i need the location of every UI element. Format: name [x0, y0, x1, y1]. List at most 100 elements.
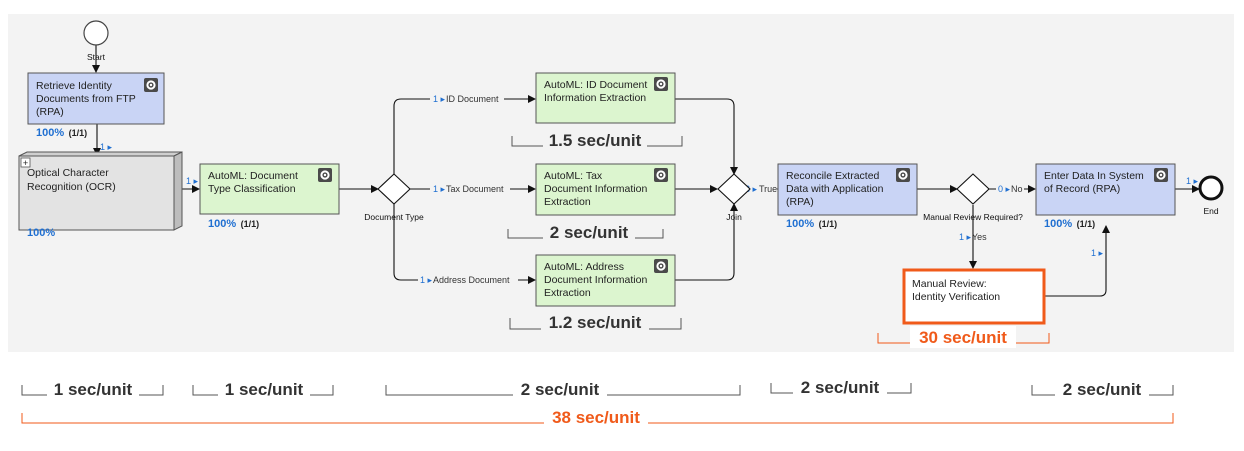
svg-text:Manual Review: Identity: Manual Review: Identity Verification: [912, 278, 1000, 303]
edge-label-tax-document: Tax Document: [446, 184, 504, 194]
gateway-label: Join: [726, 212, 742, 222]
task-label-line: Recognition (OCR): [27, 181, 116, 193]
task-label-line: Manual Review:: [912, 278, 987, 290]
task-id-document-extraction[interactable]: AutoML: ID Document Information Extracti…: [535, 72, 676, 124]
edge-count: 1: [1186, 176, 1191, 186]
task-label-line: Information Extraction: [544, 92, 646, 104]
edge-address-join[interactable]: [675, 203, 738, 281]
gear-icon[interactable]: [317, 167, 333, 183]
edge-count: 1: [1091, 248, 1096, 258]
timing-reconcile: 2 sec/unit: [801, 378, 880, 397]
expand-marker: +: [23, 158, 28, 168]
svg-text:1 ▸: 1 ▸: [1186, 176, 1199, 186]
gateway-manual-review-required[interactable]: Manual Review Required?: [923, 173, 1023, 222]
task-label-line: Identity Verification: [912, 291, 1000, 303]
timing-addr-extract: 1.2 sec/unit: [549, 313, 642, 332]
svg-text:1 ▸: 1 ▸: [1091, 248, 1104, 258]
svg-text:AutoML: Address Document: AutoML: Address Document Information Ext…: [544, 261, 650, 299]
task-label-line: Data with Application: [786, 183, 884, 195]
task-label-line: Document Information: [544, 183, 647, 195]
edge-id-join[interactable]: [675, 98, 738, 175]
svg-text:Optical Character Recogn: Optical Character Recognition (OCR): [27, 167, 116, 193]
task-label-line: of Record (RPA): [1044, 183, 1120, 195]
edge-count: 1: [420, 275, 425, 285]
expand-icon[interactable]: [20, 157, 31, 168]
edge-doctype-address[interactable]: [393, 203, 536, 284]
timing-ocr: 1 sec/unit: [54, 380, 133, 399]
task-label-line: Reconcile Extracted: [786, 170, 880, 182]
svg-text:1 ▸: 1 ▸: [100, 142, 113, 152]
task-label-line: AutoML: Tax: [544, 170, 603, 182]
gear-icon[interactable]: [653, 167, 669, 183]
svg-text:1 ▸: 1 ▸: [433, 184, 446, 194]
svg-text:100% (1/1): 100% (1/1): [208, 214, 259, 231]
svg-text:AutoML: Document Type Cl: AutoML: Document Type Classification: [208, 170, 301, 195]
gear-icon[interactable]: [895, 167, 911, 183]
gateway-label: Manual Review Required?: [923, 212, 1023, 222]
task-label-line: AutoML: Address: [544, 261, 624, 273]
gear-icon[interactable]: [1153, 167, 1169, 183]
svg-text:AutoML: ID Document Info: AutoML: ID Document Information Extracti…: [544, 79, 650, 104]
task-retrieve-documents[interactable]: Retrieve Identity Documents from FTP (RP…: [27, 72, 165, 140]
task-label-line: AutoML: Document: [208, 170, 298, 182]
timing-id-extract: 1.5 sec/unit: [549, 131, 642, 150]
task-reconcile-data[interactable]: Reconcile Extracted Data with Applicatio…: [777, 163, 918, 231]
gear-icon[interactable]: [653, 76, 669, 92]
edge-count: 1: [100, 142, 105, 152]
timing-manual-review: 30 sec/unit: [919, 328, 1007, 347]
task-label-line: Documents from FTP: [36, 93, 136, 105]
svg-text:Enter Data In System of: Enter Data In System of Record (RPA): [1044, 170, 1147, 195]
gateway-join[interactable]: Join: [717, 173, 751, 222]
metric-count: (1/1): [1077, 219, 1096, 229]
gear-icon[interactable]: [653, 258, 669, 274]
task-ocr[interactable]: + Optical Character Recognition (OCR) 10…: [18, 151, 183, 239]
task-label-line: Document Information: [544, 274, 647, 286]
start-label: Start: [87, 52, 106, 62]
svg-text:Reconcile Extracted Data: Reconcile Extracted Data with Applicatio…: [786, 170, 886, 208]
task-tax-document-extraction[interactable]: AutoML: Tax Document Information Extract…: [535, 163, 676, 216]
edge-label-address-document: Address Document: [433, 275, 510, 285]
task-address-document-extraction[interactable]: AutoML: Address Document Information Ext…: [535, 254, 676, 307]
metric-count: (1/1): [241, 219, 260, 229]
svg-text:100% (1/1): 100% (1/1): [1044, 214, 1095, 231]
svg-text:1 ▸: 1 ▸: [186, 176, 199, 186]
metric-percent: 100%: [786, 218, 814, 230]
edge-label-no: No: [1011, 184, 1023, 194]
task-enter-data[interactable]: Enter Data In System of Record (RPA) 100…: [1035, 163, 1176, 231]
edge-label-id-document: ID Document: [446, 94, 499, 104]
svg-text:AutoML: Tax Document Inf: AutoML: Tax Document Information Extract…: [544, 170, 650, 208]
svg-text:1 ▸: 1 ▸: [433, 94, 446, 104]
edge-count: 1: [959, 232, 964, 242]
task-label-line: (RPA): [36, 106, 64, 118]
gear-icon[interactable]: [143, 77, 159, 93]
edge-label-yes: Yes: [972, 232, 987, 242]
task-label-line: AutoML: ID Document: [544, 79, 647, 91]
edge-count: 1: [186, 176, 191, 186]
edge-count: 1: [433, 94, 438, 104]
timing-total: 38 sec/unit: [552, 408, 640, 427]
task-label-line: Extraction: [544, 196, 591, 208]
end-event[interactable]: End: [1198, 175, 1224, 216]
edge-count: 0: [998, 184, 1003, 194]
task-label-line: Type Classification: [208, 183, 296, 195]
metric-percent: 100%: [27, 227, 55, 239]
edge-manual-enter[interactable]: [1044, 225, 1110, 297]
start-event[interactable]: Start: [83, 20, 109, 62]
task-label-line: Retrieve Identity: [36, 80, 113, 92]
gateway-document-type[interactable]: Document Type: [364, 173, 424, 222]
svg-text:100% (1/1): 100% (1/1): [36, 123, 87, 140]
svg-text:Retrieve Identity Docume: Retrieve Identity Documents from FTP (RP…: [36, 80, 139, 118]
svg-text:1 ▸: 1 ▸: [959, 232, 972, 242]
edge-doctype-id[interactable]: [393, 95, 536, 175]
task-manual-review[interactable]: Manual Review: Identity Verification: [902, 268, 1046, 325]
edge-label-true: True: [759, 184, 777, 194]
svg-text:100% (1/1): 100% (1/1): [786, 214, 837, 231]
task-label-line: Enter Data In System: [1044, 170, 1144, 182]
task-document-type-classification[interactable]: AutoML: Document Type Classification 100…: [199, 163, 340, 231]
svg-text:1 ▸: 1 ▸: [420, 275, 433, 285]
metric-count: (1/1): [819, 219, 838, 229]
timing-enter-data: 2 sec/unit: [1063, 380, 1142, 399]
edge-labels: 1 ▸ 1 ▸ 1 ▸ ID Document 1 ▸ Tax Document…: [100, 92, 1199, 286]
metric-percent: 100%: [1044, 218, 1072, 230]
